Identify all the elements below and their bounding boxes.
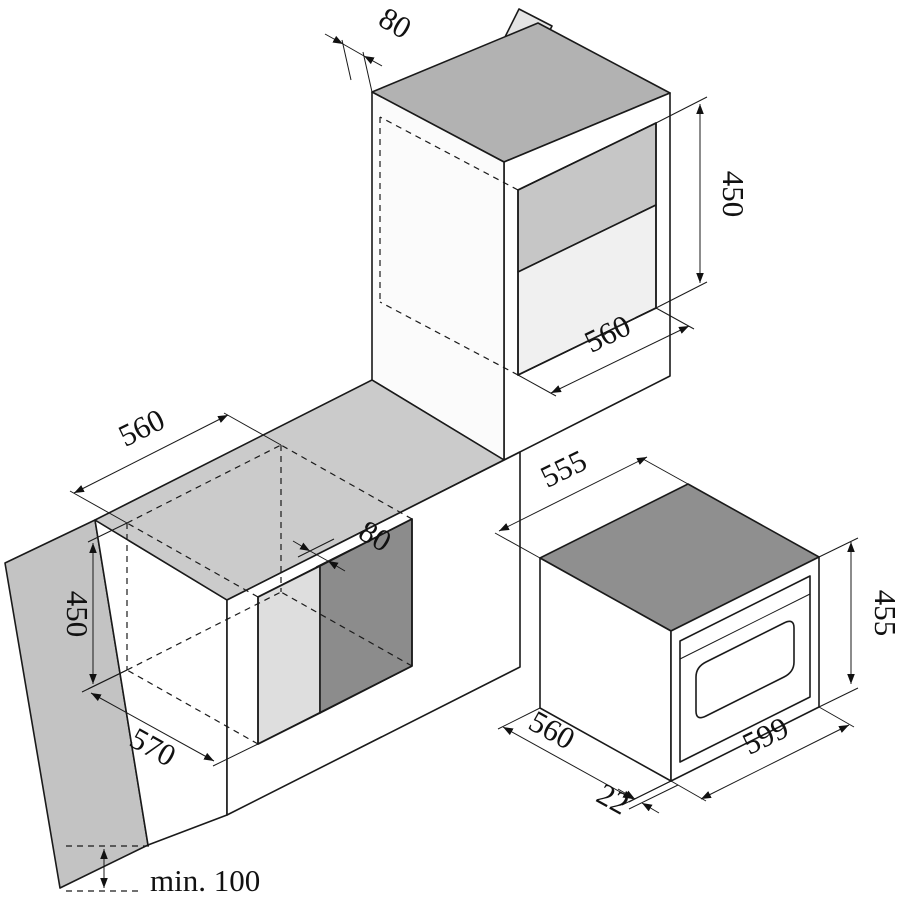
arrow-tail — [327, 560, 346, 572]
dimension-label-plinth-clearance: min. 100 — [150, 863, 260, 898]
extension-lines — [670, 706, 855, 802]
arrow-tail — [363, 55, 383, 67]
dimension-line — [498, 456, 648, 532]
dim-plinth-clearance: min. 100 — [66, 845, 260, 898]
oven-door-window — [695, 620, 795, 719]
dimension-label-base-niche-height: 450 — [60, 591, 95, 638]
arrow-tail — [292, 540, 311, 552]
extension-lines — [818, 537, 859, 708]
dimension-line — [90, 692, 215, 762]
extension-lines — [621, 780, 679, 810]
dim-base-unit-niche-height: 450 — [60, 522, 128, 690]
dimension-line — [700, 724, 850, 800]
dimension-line — [73, 414, 229, 494]
extension-lines — [69, 412, 282, 524]
dim-appliance-door-offset: 22 — [591, 776, 679, 822]
extension-lines — [494, 458, 689, 559]
oven-door-handle-line — [679, 593, 811, 660]
dimension-line — [309, 550, 329, 562]
tall-niche-hidden-edges — [379, 116, 519, 376]
oven-door-outline — [679, 575, 811, 763]
extension-lines — [341, 39, 373, 93]
extension-lines — [297, 538, 353, 568]
extension-lines — [81, 669, 259, 767]
dim-appliance-height: 455 — [818, 537, 897, 708]
dimension-line — [550, 325, 690, 394]
dimension-label-base-niche-width: 560 — [113, 402, 170, 454]
dimension-label-appliance-door-offset: 22 — [591, 776, 635, 822]
arrow-tail — [324, 33, 344, 45]
dimension-label-appliance-height: 455 — [868, 590, 897, 637]
extension-lines — [655, 96, 708, 309]
dim-tall-unit-niche-height: 450 — [655, 96, 751, 309]
extension-lines — [517, 307, 695, 397]
tall-cabinet — [371, 8, 671, 461]
arrow-tail — [617, 788, 636, 800]
dimension-label-tall-top-gap: 80 — [373, 0, 417, 46]
dimension-line — [502, 726, 634, 800]
dimension-line — [342, 43, 365, 57]
dimension-label-tall-niche-height: 450 — [716, 171, 751, 218]
dimension-label-appliance-top-width: 555 — [535, 443, 592, 495]
reference-ticks — [66, 845, 152, 892]
arrow-tail — [641, 802, 660, 814]
